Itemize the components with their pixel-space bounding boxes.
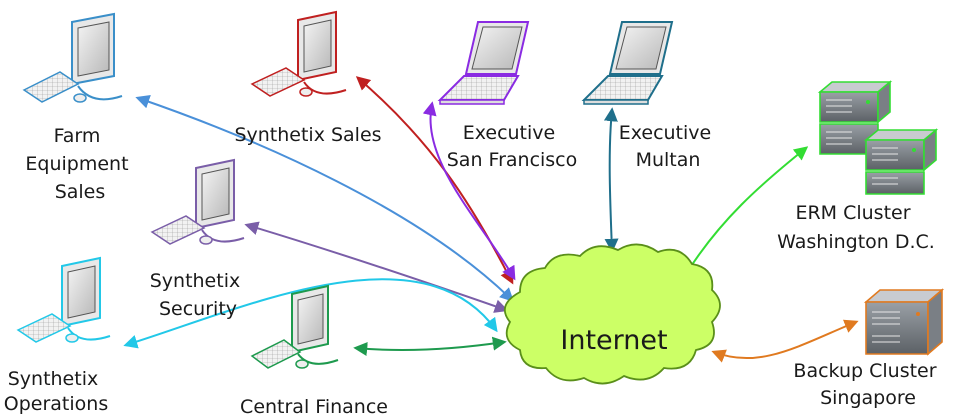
svg-text:Synthetix Security: Synthetix Security [150, 270, 247, 320]
node-backup-cluster[interactable]: Backup Cluster Singapore [793, 288, 945, 409]
node-label-line: San Francisco [447, 149, 578, 171]
node-label-line: Sales [55, 181, 106, 203]
node-label-line: Synthetix [150, 270, 241, 292]
node-synthetix-operations[interactable]: Synthetix Operations [4, 256, 111, 415]
server-cluster-icon [817, 80, 939, 195]
node-label-line: Washington D.C. [777, 231, 935, 253]
svg-text:Executive Multan: Executive Multan [619, 122, 718, 171]
connection-arrow-central-finance [353, 336, 507, 356]
connection-arrow-executive-multan [603, 107, 619, 253]
connection-arrow-synthetix-operations [123, 278, 498, 349]
connection-arrow-backup-cluster [711, 319, 859, 363]
node-erm-cluster[interactable]: ERM Cluster Washington D.C. [777, 80, 939, 253]
connection-arrow-synthetix-sales [355, 76, 514, 285]
svg-text:Farm Equipment Sal: Farm Equipment Sales [25, 125, 134, 203]
node-label-line: Equipment [25, 153, 128, 175]
internet-cloud[interactable]: Internet [503, 243, 721, 385]
desktop-computer-icon [250, 10, 347, 97]
internet-label: Internet [560, 325, 667, 356]
connection-arrow-synthetix-security [244, 221, 509, 313]
connection-arrow-erm-cluster [684, 146, 809, 277]
desktop-computer-icon [250, 284, 339, 369]
node-label-line: Executive [619, 122, 712, 144]
node-synthetix-sales[interactable]: Synthetix Sales [234, 10, 382, 146]
node-farm-equipment-sales[interactable]: Farm Equipment Sales [22, 12, 135, 203]
node-central-finance[interactable]: Central Finance [240, 284, 388, 417]
node-synthetix-security[interactable]: Synthetix Security [150, 158, 247, 320]
desktop-computer-icon [16, 256, 111, 343]
node-label-line: Synthetix [8, 368, 99, 390]
cloud-icon [503, 243, 721, 385]
node-label-line: Farm [54, 125, 101, 147]
node-label-line: Operations [4, 393, 108, 415]
laptop-icon [437, 21, 530, 105]
node-label-line: Security [159, 298, 237, 320]
desktop-computer-icon [150, 158, 245, 245]
svg-text:ERM Cluster Washington D: ERM Cluster Washington D.C. [777, 202, 935, 253]
connections-layer [123, 76, 859, 363]
desktop-computer-icon [22, 12, 123, 103]
svg-text:Synthetix Operations: Synthetix Operations [4, 368, 108, 415]
node-label: Synthetix Sales [234, 124, 381, 146]
node-label: Central Finance [240, 396, 388, 417]
node-label-line: Backup Cluster [793, 360, 936, 382]
node-label-line: Singapore [820, 387, 916, 409]
laptop-icon [581, 21, 674, 105]
svg-text:Backup Cluster Singapore: Backup Cluster Singapore [793, 360, 942, 409]
node-executive-multan[interactable]: Executive Multan [581, 21, 718, 171]
server-icon [863, 288, 945, 356]
node-executive-san-francisco[interactable]: Executive San Francisco [437, 21, 578, 171]
node-label-line: ERM Cluster [795, 202, 910, 224]
node-label-line: Executive [463, 122, 556, 144]
node-label-line: Multan [636, 149, 701, 171]
svg-text:Executive San Francisco: Executive San Francisco [447, 122, 578, 171]
